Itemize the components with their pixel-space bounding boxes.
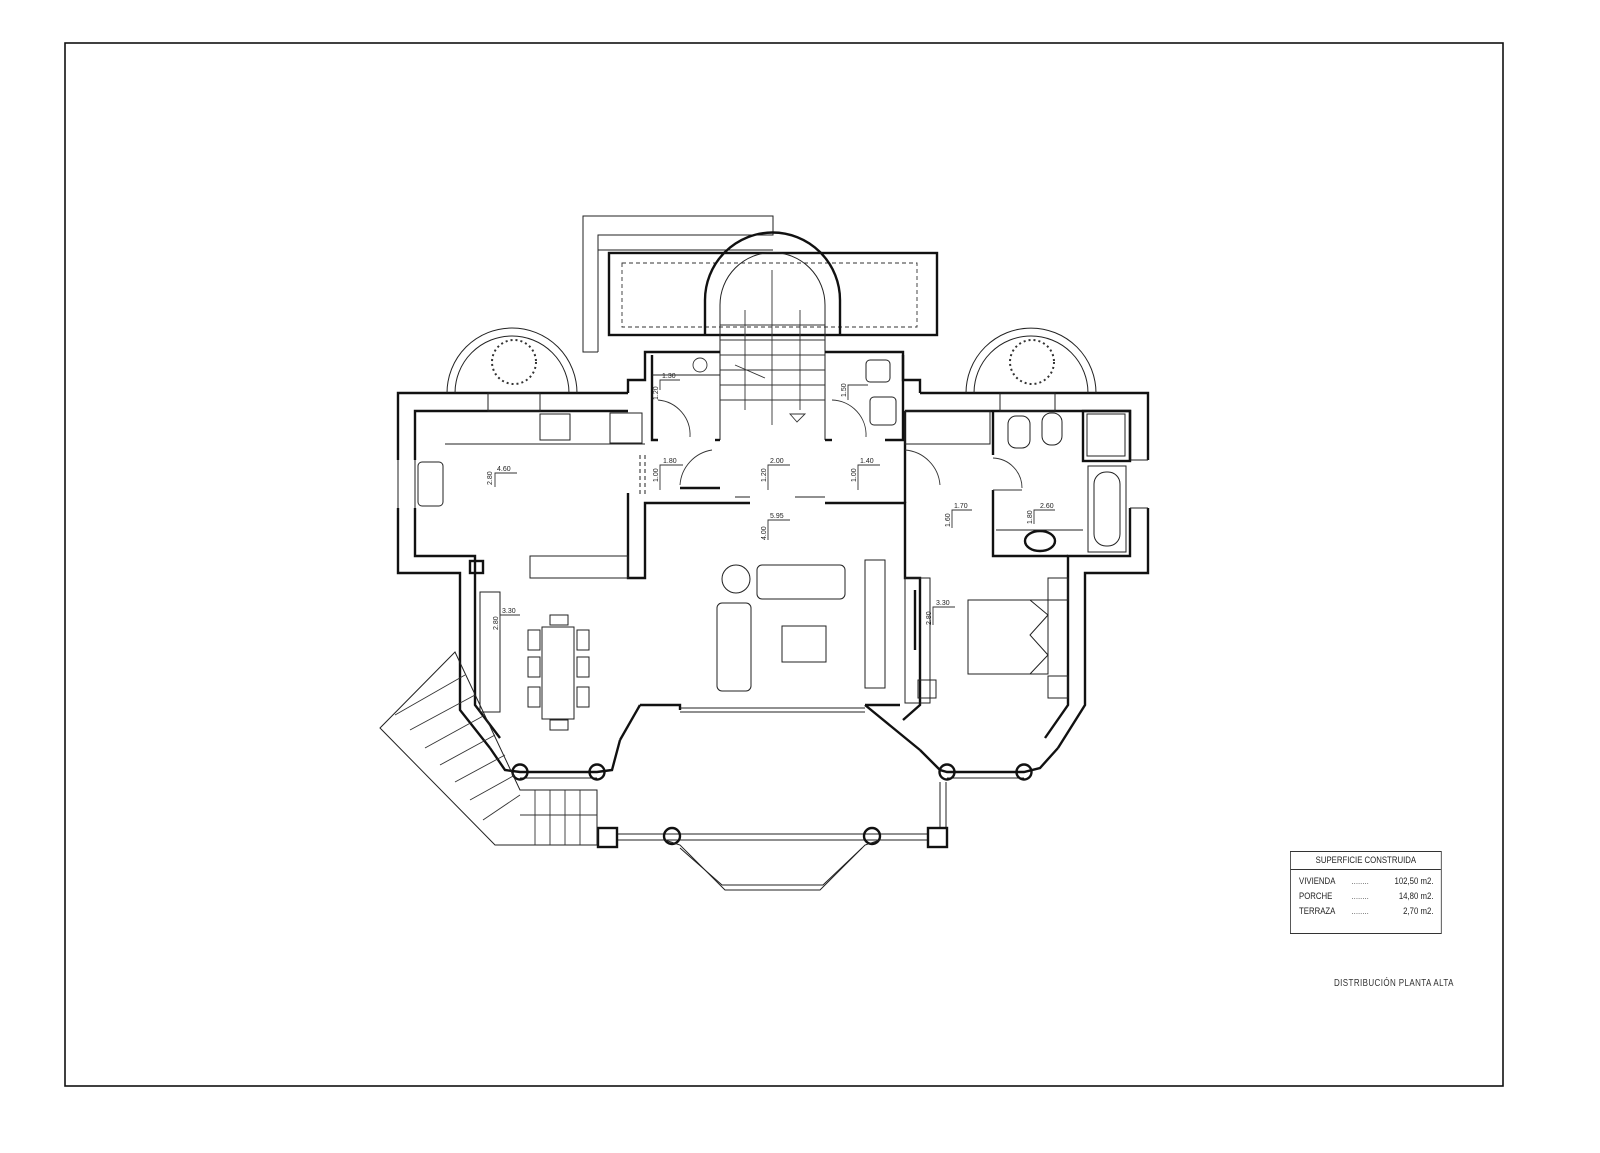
dim-bedroom-w: 3.30 bbox=[936, 600, 950, 607]
doors bbox=[657, 399, 1023, 498]
dim-hall-left-h: 1.00 bbox=[653, 468, 660, 482]
dim-corridor-h: 1.60 bbox=[945, 513, 952, 527]
dim-laundry-w: 1.30 bbox=[662, 373, 676, 380]
area-row: VIVIENDA ........ 102,50 m2. bbox=[1291, 874, 1441, 889]
area-value: 102,50 m2. bbox=[1394, 876, 1434, 887]
dim-kitchen-w: 4.60 bbox=[497, 466, 511, 473]
dim-kitchen-h: 2.80 bbox=[487, 471, 494, 485]
interior-staircase bbox=[703, 231, 842, 440]
furniture bbox=[417, 357, 1127, 731]
dim-wc: 1.50 bbox=[841, 383, 848, 397]
dim-laundry-h: 1.20 bbox=[653, 386, 660, 400]
exterior-staircase bbox=[379, 651, 598, 846]
area-value: 2,70 m2. bbox=[1403, 906, 1434, 917]
drawing-title: DISTRIBUCIÓN PLANTA ALTA bbox=[1334, 978, 1454, 989]
area-name: VIVIENDA bbox=[1299, 876, 1336, 887]
dim-hall-center-h: 1.20 bbox=[761, 468, 768, 482]
terrace bbox=[582, 215, 939, 353]
area-row: TERRAZA ........ 2,70 m2. bbox=[1291, 904, 1441, 919]
dim-dining-h: 2.80 bbox=[493, 616, 500, 630]
dimension-leaders bbox=[494, 379, 1055, 630]
area-value: 14,80 m2. bbox=[1398, 891, 1434, 902]
dim-living-h: 4.00 bbox=[761, 526, 768, 540]
area-row: PORCHE ........ 14,80 m2. bbox=[1291, 889, 1441, 904]
area-dots: ........ bbox=[1351, 876, 1369, 887]
area-name: TERRAZA bbox=[1299, 906, 1336, 917]
dim-hall-left-w: 1.80 bbox=[663, 458, 677, 465]
area-table-header: SUPERFICIE CONSTRUIDA bbox=[1290, 852, 1441, 870]
planters bbox=[446, 327, 1097, 394]
dim-living-w: 5.95 bbox=[770, 513, 784, 520]
area-dots: ........ bbox=[1351, 906, 1369, 917]
dim-hall-right-w: 1.40 bbox=[860, 458, 874, 465]
porch-and-bays bbox=[489, 739, 1059, 891]
dim-hall-right-h: 1.00 bbox=[851, 468, 858, 482]
area-dots: ........ bbox=[1351, 891, 1369, 902]
dim-bathroom-h: 1.80 bbox=[1027, 510, 1034, 524]
dim-hall-center-w: 2.00 bbox=[770, 458, 784, 465]
dimension-labels: 4.60 2.80 1.30 1.20 1.80 1.00 2.00 1.20 … bbox=[487, 373, 1054, 630]
dim-dining-w: 3.30 bbox=[502, 608, 516, 615]
drawing-frame bbox=[64, 42, 1504, 1087]
dim-corridor-w: 1.70 bbox=[954, 503, 968, 510]
area-name: PORCHE bbox=[1299, 891, 1333, 902]
dim-bedroom-h: 2.80 bbox=[926, 611, 933, 625]
area-table: SUPERFICIE CONSTRUIDA VIVIENDA ........ … bbox=[1290, 851, 1442, 934]
dim-bathroom-w: 2.60 bbox=[1040, 503, 1054, 510]
